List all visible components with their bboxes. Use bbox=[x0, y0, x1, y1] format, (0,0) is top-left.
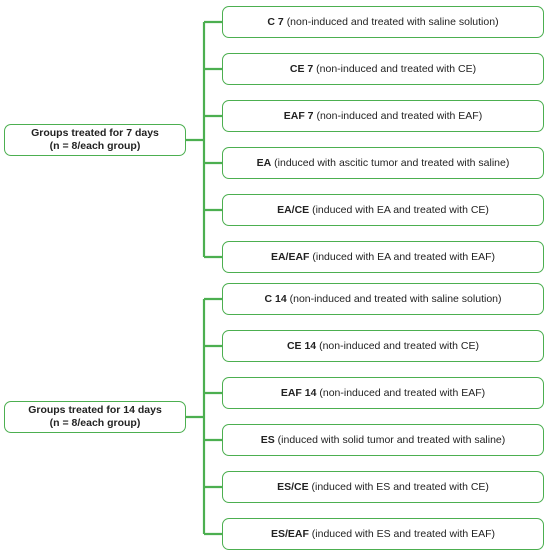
item-code: C 14 bbox=[264, 292, 287, 305]
group-title: Groups treated for 14 days bbox=[28, 404, 162, 417]
item-desc: (non-induced and treated with CE) bbox=[319, 339, 480, 352]
item-desc: (induced with ascitic tumor and treated … bbox=[274, 156, 510, 169]
item-box-ce7: CE 7 (non-induced and treated with CE) bbox=[222, 53, 544, 85]
item-desc: (non-induced and treated with saline sol… bbox=[289, 292, 502, 305]
item-desc: (induced with EA and treated with CE) bbox=[312, 203, 489, 216]
item-box-c14: C 14 (non-induced and treated with salin… bbox=[222, 283, 544, 315]
item-code: EAF 7 bbox=[283, 109, 314, 122]
item-desc: (non-induced and treated with saline sol… bbox=[286, 15, 499, 28]
item-code: EA/CE bbox=[277, 203, 310, 216]
item-code: CE 14 bbox=[286, 339, 317, 352]
group-box-14-days: Groups treated for 14 days (n = 8/each g… bbox=[4, 401, 186, 433]
item-box-eaf7: EAF 7 (non-induced and treated with EAF) bbox=[222, 100, 544, 132]
item-desc: (non-induced and treated with CE) bbox=[316, 62, 477, 75]
item-box-eaf14: EAF 14 (non-induced and treated with EAF… bbox=[222, 377, 544, 409]
item-box-es: ES (induced with solid tumor and treated… bbox=[222, 424, 544, 456]
item-box-ea-ce: EA/CE (induced with EA and treated with … bbox=[222, 194, 544, 226]
item-code: EAF 14 bbox=[280, 386, 317, 399]
item-desc: (non-induced and treated with EAF) bbox=[319, 386, 486, 399]
item-box-es-ce: ES/CE (induced with ES and treated with … bbox=[222, 471, 544, 503]
group-subtitle: (n = 8/each group) bbox=[49, 140, 141, 152]
item-code: ES/EAF bbox=[270, 527, 309, 540]
item-box-c7: C 7 (non-induced and treated with saline… bbox=[222, 6, 544, 38]
item-desc: (induced with ES and treated with EAF) bbox=[311, 527, 496, 540]
item-box-ea: EA (induced with ascitic tumor and treat… bbox=[222, 147, 544, 179]
item-desc: (induced with EA and treated with EAF) bbox=[312, 250, 496, 263]
item-box-es-eaf: ES/EAF (induced with ES and treated with… bbox=[222, 518, 544, 550]
item-desc: (induced with solid tumor and treated wi… bbox=[277, 433, 506, 446]
item-code: ES bbox=[260, 433, 275, 446]
item-desc: (non-induced and treated with EAF) bbox=[316, 109, 483, 122]
item-code: EA/EAF bbox=[270, 250, 310, 263]
group-box-7-days: Groups treated for 7 days (n = 8/each gr… bbox=[4, 124, 186, 156]
group-subtitle: (n = 8/each group) bbox=[49, 417, 141, 429]
item-code: EA bbox=[256, 156, 272, 169]
item-box-ce14: CE 14 (non-induced and treated with CE) bbox=[222, 330, 544, 362]
item-code: C 7 bbox=[267, 15, 284, 28]
item-box-ea-eaf: EA/EAF (induced with EA and treated with… bbox=[222, 241, 544, 273]
group-title: Groups treated for 7 days bbox=[31, 127, 159, 140]
item-desc: (induced with ES and treated with CE) bbox=[311, 480, 489, 493]
item-code: ES/CE bbox=[277, 480, 309, 493]
item-code: CE 7 bbox=[289, 62, 314, 75]
